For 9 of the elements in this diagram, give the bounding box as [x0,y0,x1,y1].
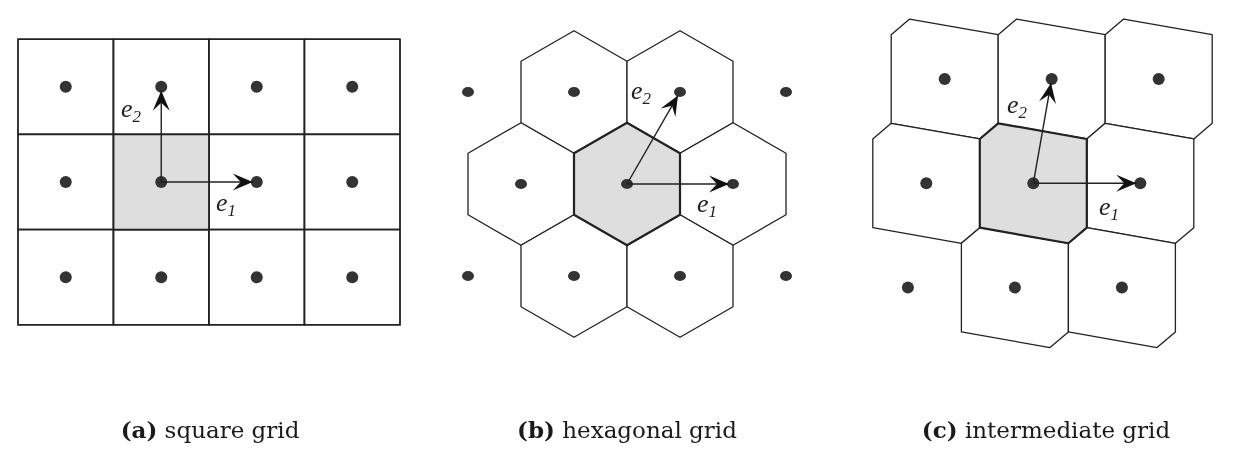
subfigure-caption: (a) square grid [120,416,300,445]
subfigure-caption: (c) intermediate grid [921,416,1171,445]
vector-label: e$_{2}$ [631,78,651,108]
subfigure-caption: (b) hexagonal grid [517,416,737,445]
vector-label: e$_{1}$ [1099,194,1119,224]
vector-label: e$_{1}$ [216,190,236,220]
vector-label: e$_{2}$ [121,96,141,126]
vector-label: e$_{2}$ [1007,92,1027,122]
vector-label: e$_{1}$ [697,191,717,221]
